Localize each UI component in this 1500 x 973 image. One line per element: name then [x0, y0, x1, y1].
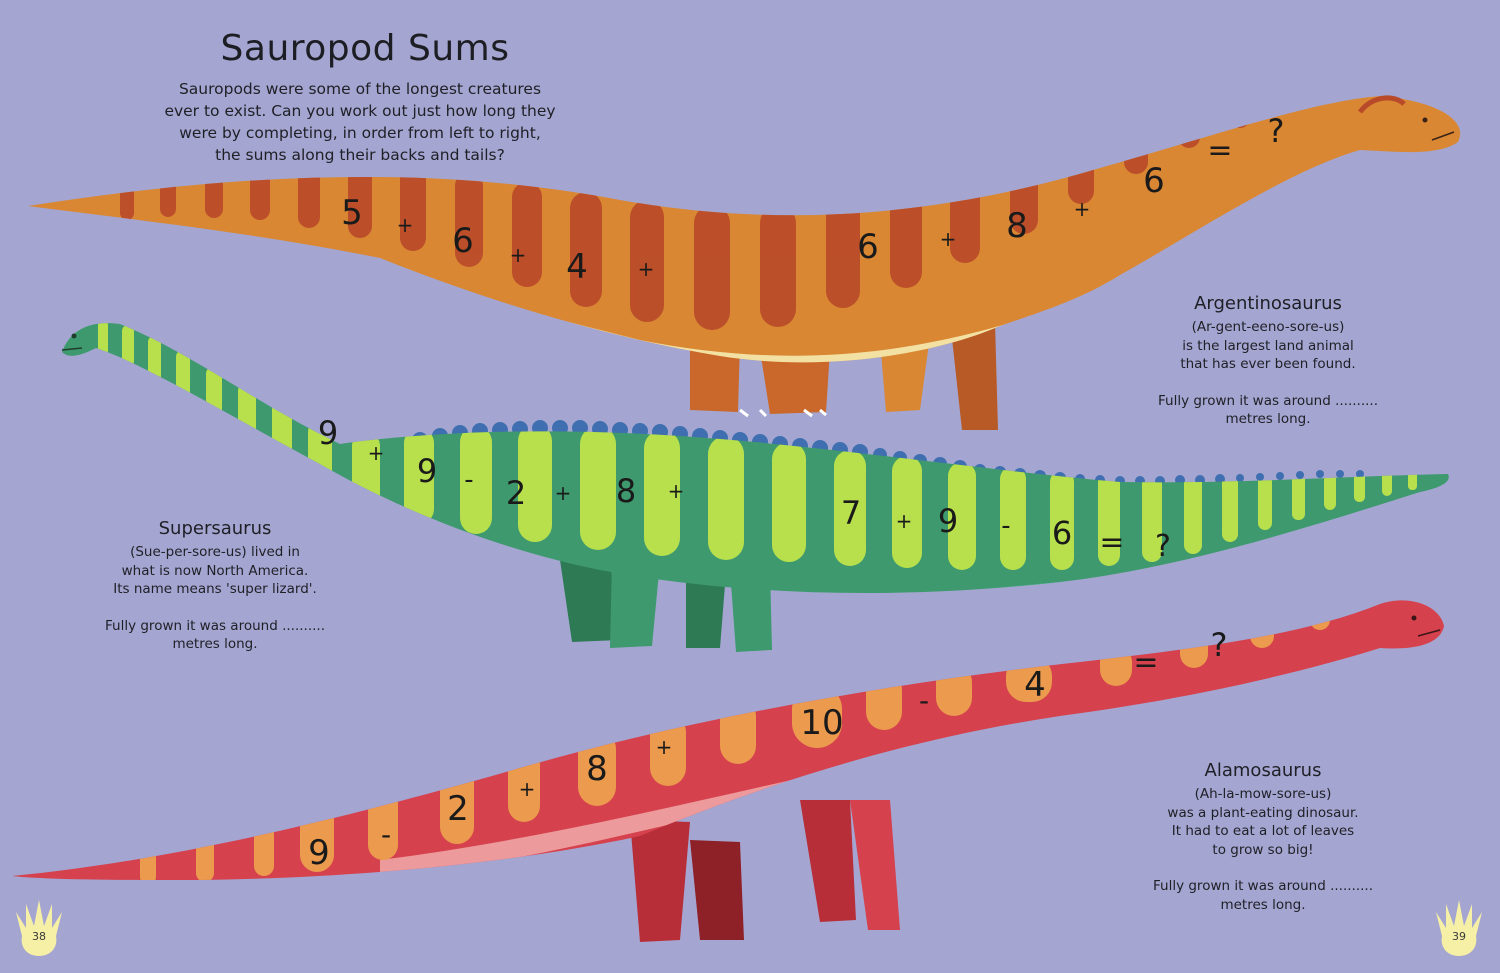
page-number-left: 38 — [16, 900, 62, 956]
sum-token: 8 — [616, 472, 636, 510]
pronunciation: (Ah-la-mow-sore-us) — [1194, 786, 1332, 802]
intro-line: were by completing, in order from left t… — [179, 124, 541, 142]
fact-line: It had to eat a lot of leaves — [1171, 823, 1355, 839]
sum-token: 2 — [447, 789, 469, 829]
supersaurus-sum: 9 + 9 - 2 + 8 + 7 + 9 - 6 = ? — [318, 414, 1171, 564]
fact-line: to grow so big! — [1212, 841, 1314, 858]
fact-line: is the largest land animal — [1182, 337, 1354, 354]
sum-token: = — [1207, 133, 1232, 168]
supersaurus-info: Supersaurus (Sue-per-sore-us) lived in w… — [95, 518, 335, 654]
sum-token: ? — [1268, 112, 1285, 150]
pronunciation: (Ar-gent-eeno-sore-us) — [1191, 319, 1345, 335]
sum-token: 6 — [1143, 161, 1165, 201]
sum-token: - — [464, 465, 473, 495]
argentinosaurus-info: Argentinosaurus (Ar-gent-eeno-sore-us) i… — [1138, 293, 1398, 429]
sum-token: + — [638, 257, 655, 281]
alamosaurus-sum: 9 - 2 + 8 + 10 - 4 = ? — [308, 626, 1227, 873]
fact-line: that has ever been found. — [1180, 356, 1356, 372]
length-unit: metres long. — [1225, 411, 1311, 427]
page-number-text: 39 — [1452, 930, 1466, 943]
sum-token: 4 — [566, 247, 588, 287]
intro-line: ever to exist. Can you work out just how… — [164, 102, 556, 120]
sum-token: 9 — [318, 414, 338, 452]
dinosaur-name: Argentinosaurus — [1194, 293, 1342, 314]
sum-token: 6 — [857, 227, 879, 267]
length-prompt: Fully grown it was around .......... — [1158, 392, 1378, 409]
footprint-icon — [1436, 900, 1482, 956]
sum-token: 4 — [1024, 665, 1046, 705]
sum-token: 10 — [800, 703, 843, 743]
dinosaur-name: Alamosaurus — [1204, 760, 1322, 781]
sum-token: 9 — [417, 452, 437, 490]
length-unit: metres long. — [172, 636, 258, 652]
page-number-right: 39 — [1436, 900, 1482, 956]
fact-line: was a plant-eating dinosaur. — [1167, 804, 1359, 821]
sum-token: + — [656, 735, 673, 759]
sum-token: ? — [1211, 626, 1228, 664]
fact-line: Its name means 'super lizard'. — [113, 581, 317, 597]
page-number-text: 38 — [32, 930, 46, 943]
sum-token: 9 — [938, 502, 958, 540]
sum-token: + — [519, 777, 536, 801]
sum-token: 7 — [841, 494, 861, 532]
intro-line: Sauropods were some of the longest creat… — [178, 80, 542, 98]
sum-token: 8 — [586, 749, 608, 789]
alamosaurus-info: Alamosaurus (Ah-la-mow-sore-us) was a pl… — [1133, 760, 1393, 914]
sum-token: - — [1001, 511, 1010, 541]
sum-token: + — [940, 227, 957, 251]
intro-line: the sums along their backs and tails? — [215, 146, 505, 164]
intro-text: Sauropods were some of the longest creat… — [150, 78, 570, 166]
sum-token: ? — [1155, 529, 1171, 564]
sum-token: = — [1133, 645, 1158, 680]
argentinosaurus-sum: 5 + 6 + 4 + 6 + 8 + 6 = ? — [341, 112, 1284, 287]
sum-token: + — [555, 481, 572, 505]
sum-token: 6 — [452, 221, 474, 261]
sum-token: 6 — [1052, 514, 1072, 552]
dinosaur-name: Supersaurus — [158, 518, 272, 539]
sum-token: + — [397, 213, 414, 237]
sum-token: 8 — [1006, 206, 1028, 246]
sum-token: = — [1099, 525, 1124, 560]
page-title: Sauropod Sums — [220, 28, 510, 69]
sum-token: + — [510, 243, 527, 267]
pronunciation: (Sue-per-sore-us) lived in — [130, 544, 300, 560]
fact-line: what is now North America. — [121, 562, 309, 579]
length-unit: metres long. — [1220, 896, 1306, 913]
sum-token: 9 — [308, 833, 330, 873]
length-prompt: Fully grown it was around .......... — [105, 617, 325, 634]
sum-token: + — [368, 441, 385, 465]
sum-token: - — [919, 684, 929, 717]
sum-token: + — [896, 509, 913, 533]
sum-token: + — [668, 479, 685, 503]
sum-token: + — [1074, 197, 1091, 221]
sum-token: 5 — [341, 193, 363, 233]
length-prompt: Fully grown it was around .......... — [1153, 878, 1373, 894]
sum-token: - — [381, 818, 391, 851]
footprint-icon — [16, 900, 62, 956]
sum-token: 2 — [506, 474, 526, 512]
